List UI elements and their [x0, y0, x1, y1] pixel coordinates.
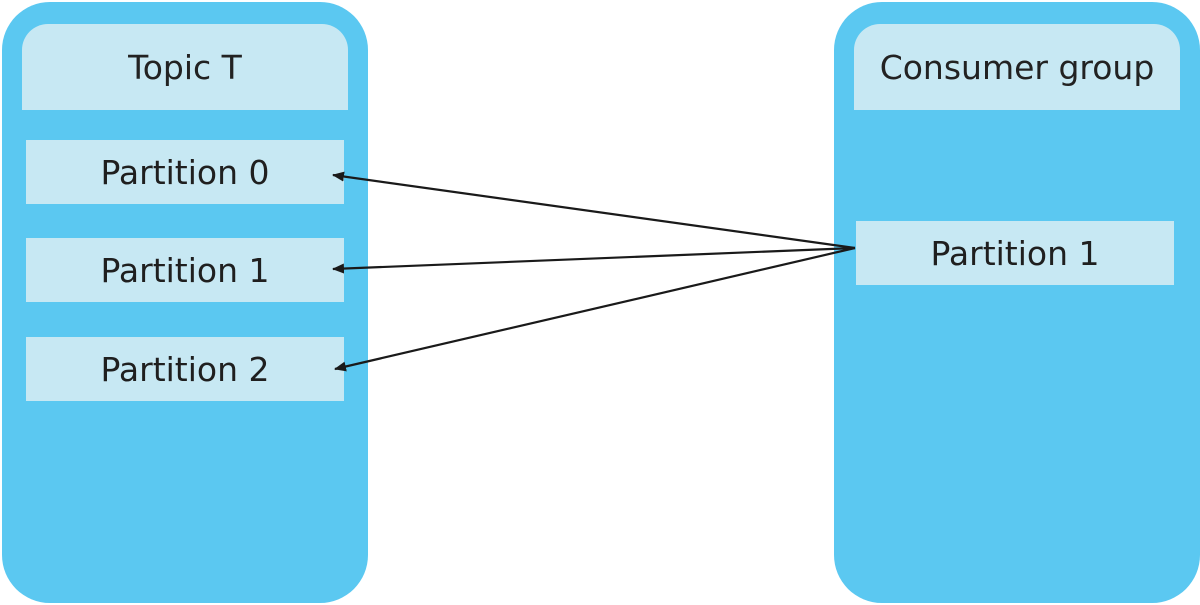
topic-title: Topic T: [22, 24, 348, 110]
consumer-partition-1: Partition 1: [856, 221, 1174, 285]
consumer-group-title: Consumer group: [854, 24, 1180, 110]
arrow-to-partition-1: [332, 246, 856, 274]
topic-partition-0: Partition 0: [26, 140, 344, 204]
topic-partition-2: Partition 2: [26, 337, 344, 401]
topic-partition-1: Partition 1: [26, 238, 344, 302]
arrow-to-partition-0: [332, 171, 856, 250]
arrow-to-partition-2: [334, 246, 856, 372]
consumer-group-column: Consumer group Partition 1: [834, 2, 1200, 603]
topic-column: Topic T Partition 0 Partition 1 Partitio…: [2, 2, 368, 603]
